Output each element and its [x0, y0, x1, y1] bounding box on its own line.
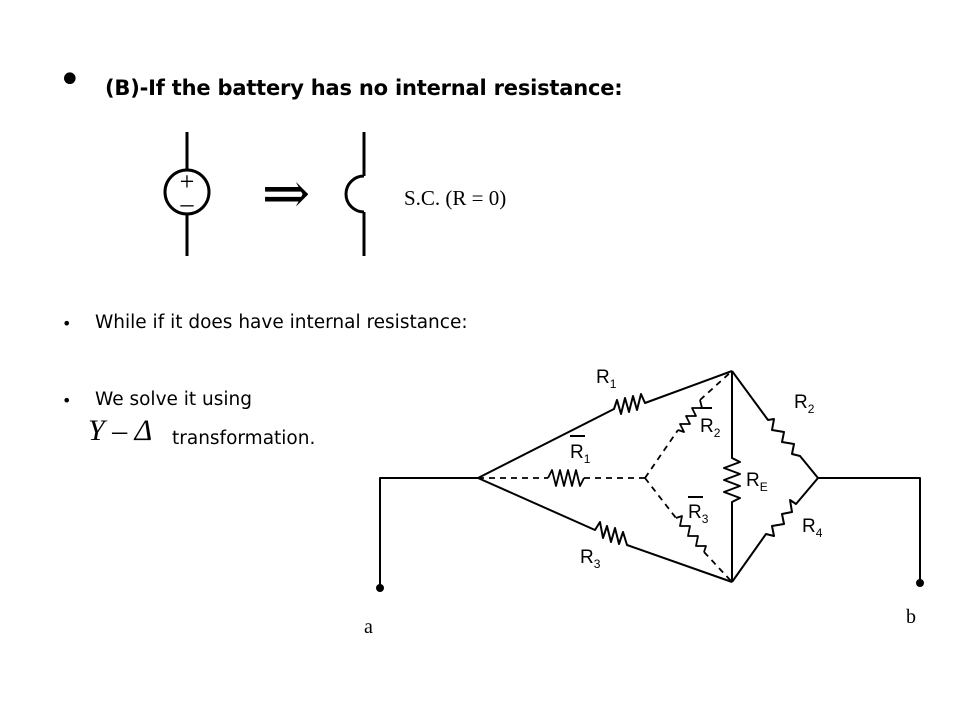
label-r4: R4 — [802, 516, 823, 540]
terminal-a-dot — [376, 584, 384, 592]
bullet-text-1: While if it does have internal resistanc… — [95, 312, 468, 333]
label-r2-bar: R2 — [700, 416, 721, 440]
terminal-b-label: b — [906, 606, 916, 628]
dashed-wire-r3bar-high — [644, 477, 677, 519]
minus-sign: – — [180, 189, 195, 218]
transformation-text: transformation. — [172, 428, 316, 449]
dashed-wire-r2bar-low — [644, 429, 679, 479]
label-r2: R2 — [794, 392, 815, 416]
bullet-text-2: We solve it using — [95, 389, 253, 410]
resistor-r4 — [731, 477, 819, 583]
implies-arrow-icon: ⇒ — [262, 161, 311, 226]
dashed-wire-r2bar-high — [699, 370, 733, 401]
resistor-r2-bar — [677, 399, 703, 433]
short-circuit-curve — [344, 174, 365, 214]
resistor-r3 — [477, 477, 733, 583]
label-re: RE — [746, 470, 768, 494]
slide-heading: (B)-If the battery has no internal resis… — [105, 76, 623, 100]
resistor-r2 — [731, 370, 819, 479]
resistor-r3-bar — [675, 515, 707, 553]
resistor-re — [723, 371, 741, 582]
bullet-dot-2: • — [62, 391, 72, 410]
wire-a — [379, 477, 478, 588]
wire-b — [818, 477, 921, 583]
label-r3-bar: R3 — [688, 502, 709, 526]
resistor-r1 — [477, 370, 733, 479]
label-r1: R1 — [596, 367, 617, 391]
plus-sign: + — [180, 167, 195, 196]
bullet-dot-1: • — [62, 314, 72, 333]
dashed-wire-r3bar-low — [703, 551, 733, 583]
resistor-r1-bar — [547, 469, 585, 487]
label-r3: R3 — [580, 547, 601, 571]
terminal-a-label: a — [364, 616, 373, 638]
label-r1-bar: R1 — [570, 442, 591, 466]
terminal-b-dot — [916, 579, 924, 587]
main-bullet: • — [58, 57, 82, 103]
short-circuit-label: S.C. (R = 0) — [404, 186, 506, 210]
y-delta-formula: Y – Δ — [88, 414, 153, 447]
